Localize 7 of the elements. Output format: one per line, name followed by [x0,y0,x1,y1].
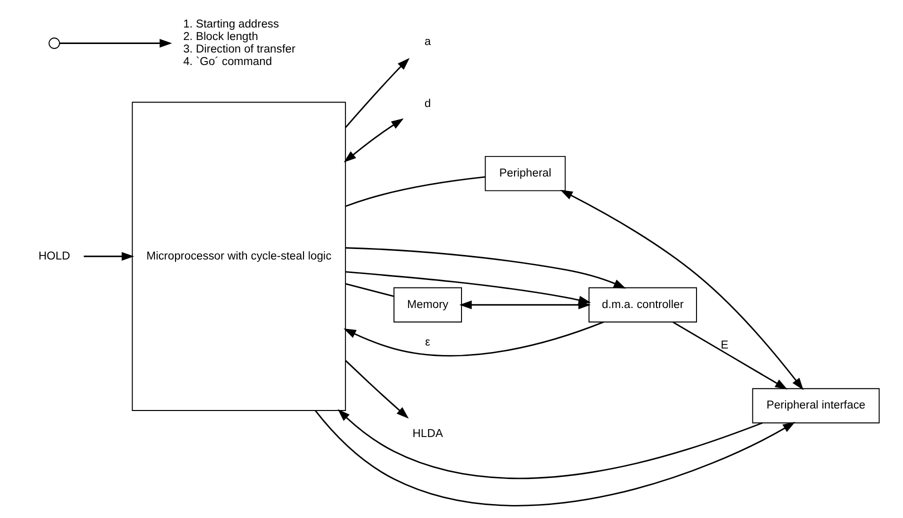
node-text: HOLD [38,250,70,262]
node-text: d [424,98,430,110]
edge-label: ε [424,336,430,348]
node-text: 1. Starting address 2. Block length 3. Direction of transfer 4. `Go´ command [182,18,295,68]
edge-label: E [720,339,728,352]
node-text: a [424,36,430,48]
node-text: HLDA [412,428,442,440]
